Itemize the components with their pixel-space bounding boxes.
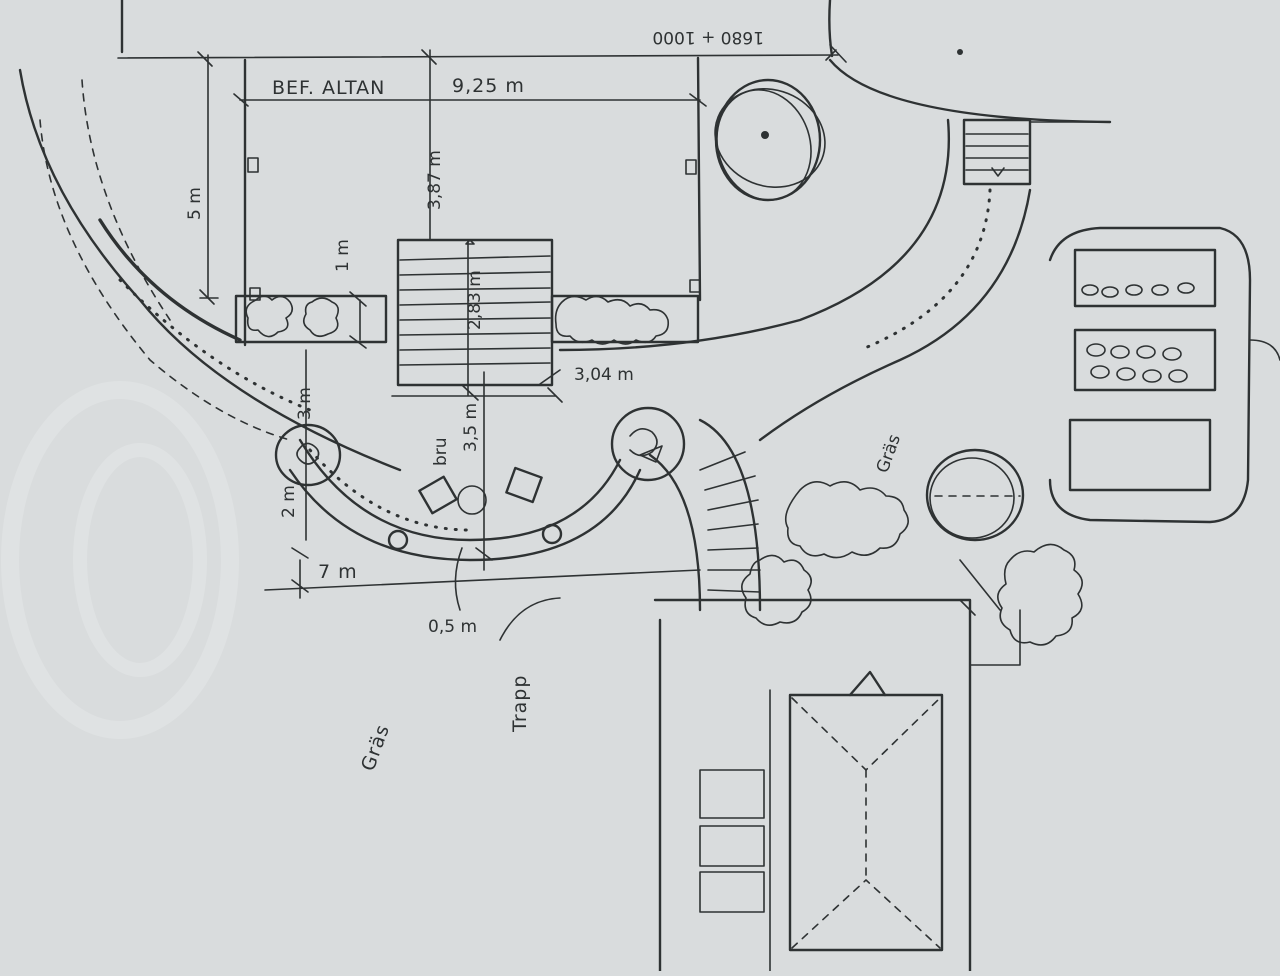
- label-altan: BEF. ALTAN: [272, 77, 385, 99]
- label-stair-note: Trapp: [509, 675, 531, 733]
- label-ramp-note: bru: [431, 437, 451, 466]
- curved-stairs: [610, 406, 762, 612]
- label-grass-left: Gräs: [357, 721, 394, 774]
- lower-building: [653, 598, 976, 973]
- label-walk-7: 7 m: [318, 561, 358, 583]
- house-outline: [117, 0, 847, 67]
- label-ramp-35: 3,5 m: [461, 403, 481, 452]
- label-walk-3: 3 m: [295, 387, 315, 420]
- label-top-right: 1680 + 1000: [652, 27, 764, 47]
- label-width-925: 9,25 m: [452, 75, 525, 97]
- tree-large: [714, 78, 826, 202]
- label-width-1: 1 m: [333, 239, 353, 272]
- planters: [234, 294, 700, 345]
- curved-path: [18, 68, 1032, 472]
- label-stair-283: 2,83 m: [465, 270, 485, 330]
- label-depth-5: 5 m: [185, 187, 205, 220]
- label-offset-05: 0,5 m: [428, 617, 477, 637]
- terrace: [199, 49, 707, 347]
- driveway: [828, 49, 1112, 186]
- right-shrubs: [741, 448, 1083, 666]
- semicircle-walkway: [264, 371, 701, 599]
- label-depth-387: 3,87 m: [425, 150, 445, 210]
- paper-sheen: [1, 381, 239, 739]
- right-garden-beds: [1048, 226, 1280, 524]
- dimension-lines: [305, 291, 561, 641]
- label-grass-right: Gräs: [873, 432, 905, 476]
- label-walk-2: 2 m: [279, 485, 299, 518]
- label-stair-304: 3,04 m: [574, 365, 634, 385]
